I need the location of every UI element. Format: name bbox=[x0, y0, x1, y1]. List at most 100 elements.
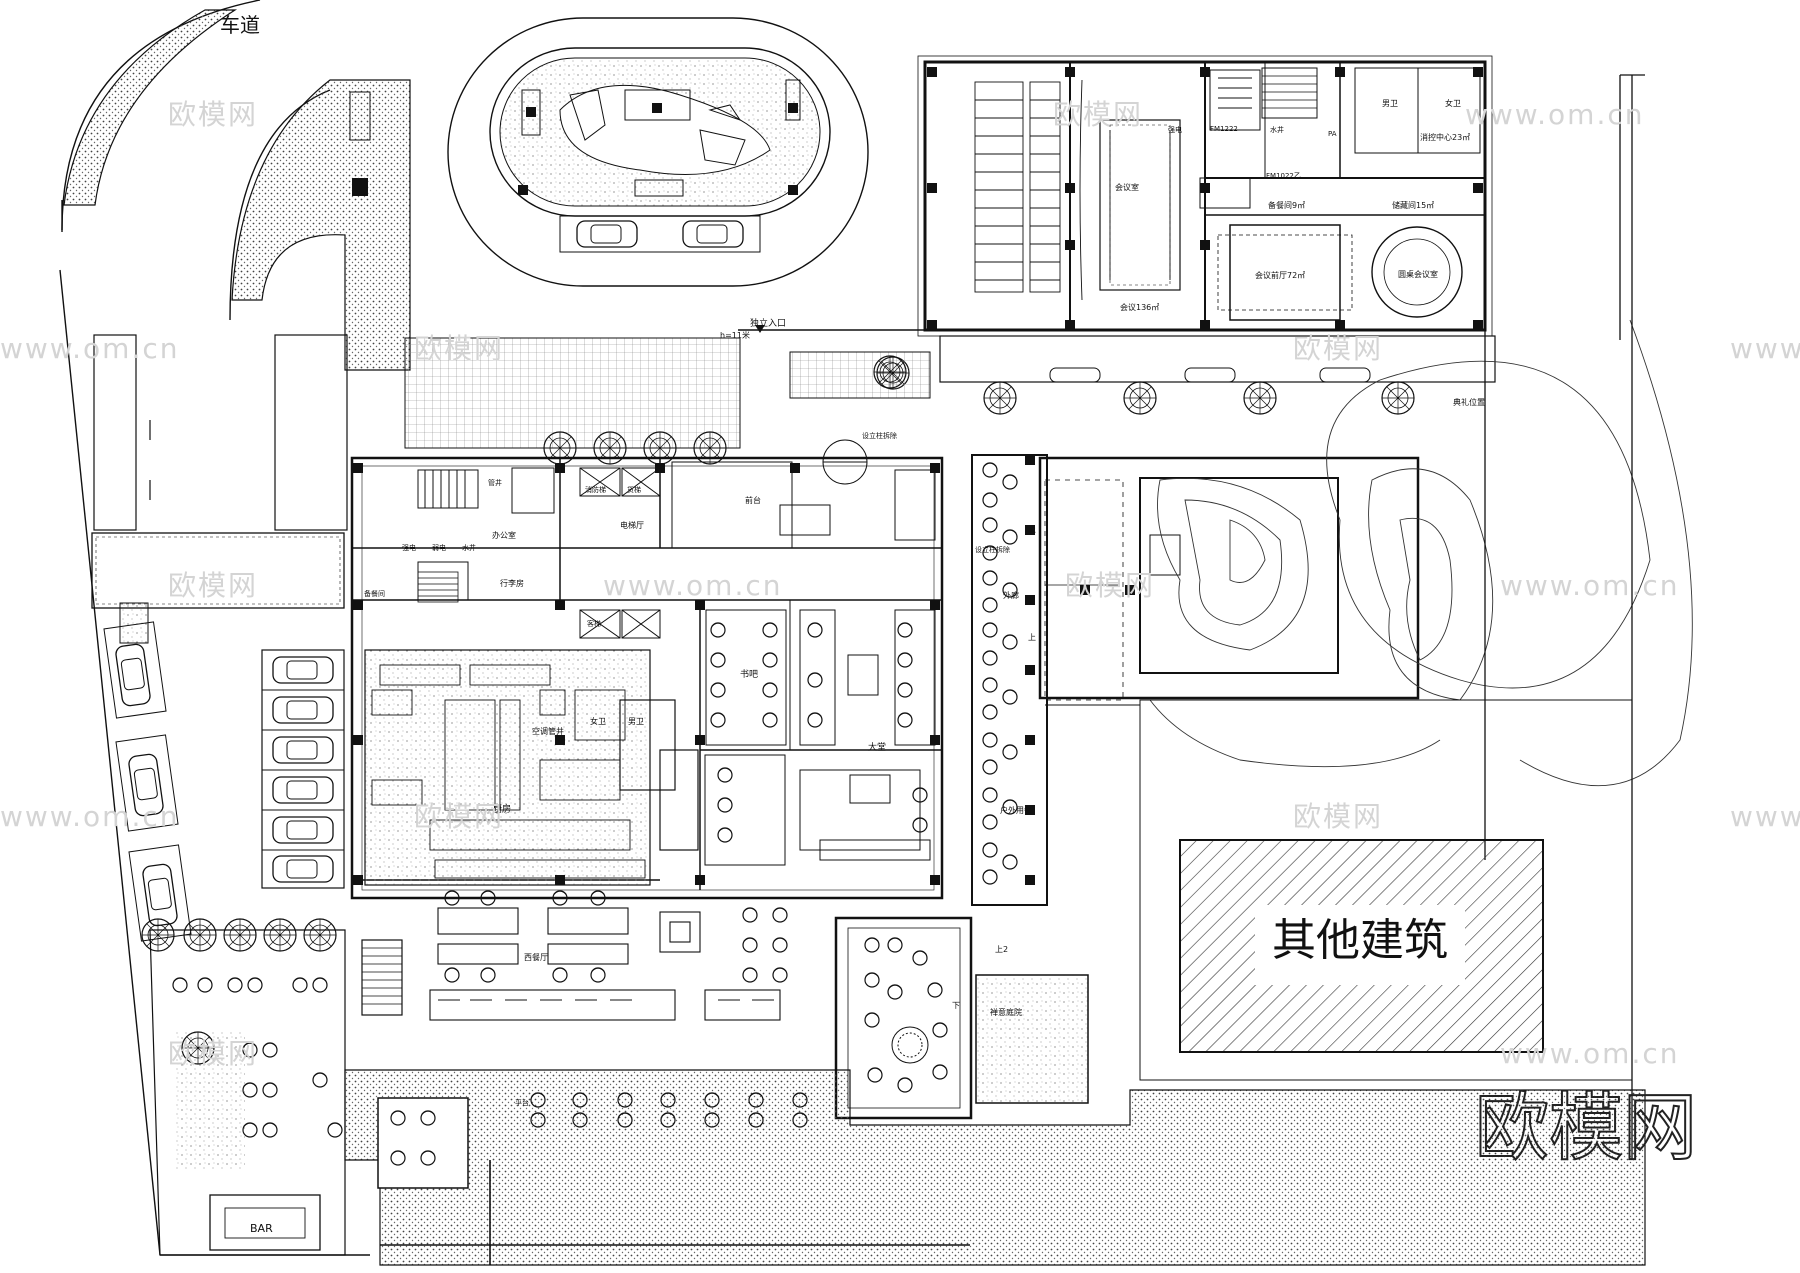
wm-7: www.om.cn bbox=[1730, 332, 1800, 365]
label-fire-control: 消控中心23㎡ bbox=[1420, 132, 1470, 142]
label-reception: 设立柱拆除 bbox=[862, 431, 897, 440]
wm-10: 欧模网 bbox=[1065, 569, 1155, 602]
roundabout bbox=[447, 17, 869, 287]
label-ac-shaft: 空调管井 bbox=[532, 726, 564, 736]
courtyard-chairs bbox=[864, 937, 948, 1093]
label-meeting-136: 会议136㎡ bbox=[1120, 302, 1159, 312]
wm-8: 欧模网 bbox=[168, 569, 258, 602]
label-ceremony: 典礼位置 bbox=[1453, 397, 1485, 407]
label-up-2: 上2 bbox=[995, 945, 1008, 954]
wm-13: 欧模网 bbox=[414, 800, 504, 833]
wm-3: www.om.cn bbox=[1465, 98, 1644, 131]
wm-9: www.om.cn bbox=[603, 569, 782, 602]
bbq-pavilion bbox=[377, 1097, 469, 1189]
wm-12: www.om.cn bbox=[0, 800, 179, 833]
parking-stripes-left bbox=[93, 334, 348, 531]
label-water-top: 水井 bbox=[1270, 125, 1284, 134]
planting-strip-north bbox=[63, 9, 238, 206]
label-male-wc: 男卫 bbox=[628, 717, 644, 726]
label-reception-2: 设立柱拆除 bbox=[975, 545, 1010, 554]
conference-seating bbox=[974, 79, 1171, 301]
label-female-wc: 女卫 bbox=[590, 716, 606, 726]
bar-counter bbox=[209, 1194, 321, 1251]
entrance-arrow-icon bbox=[755, 325, 765, 333]
label-luggage: 行李房 bbox=[500, 578, 524, 588]
wm-14: 欧模网 bbox=[1293, 800, 1383, 833]
planting-strip-entry bbox=[231, 79, 411, 371]
label-weak: 弱电 bbox=[432, 543, 446, 552]
label-bookbar: 书吧 bbox=[740, 669, 758, 680]
parked-cars-diagonal bbox=[103, 621, 192, 942]
label-kitchen: 厨房 bbox=[493, 803, 511, 815]
label-multi-hall: 会议前厅72㎡ bbox=[1255, 270, 1305, 280]
dining-courtyard bbox=[834, 916, 973, 1120]
pergola-west bbox=[91, 532, 345, 644]
conference-terrace bbox=[876, 335, 1496, 415]
kitchen-zone bbox=[364, 649, 651, 886]
wm-4: www.om.cn bbox=[0, 332, 179, 365]
label-outdoor-gallery: 外廊 bbox=[1003, 590, 1019, 600]
stairs bbox=[361, 67, 1318, 1016]
west-garden-lawn bbox=[175, 1030, 245, 1170]
outdoor-gallery bbox=[971, 454, 1420, 906]
gallery-chairs bbox=[982, 462, 1018, 885]
label-restaurant: 西餐厅 bbox=[524, 953, 548, 962]
label-water: 水井 bbox=[462, 543, 476, 552]
zen-garden bbox=[975, 974, 1089, 1104]
road-label: 车道 bbox=[220, 13, 260, 37]
parked-cars-row bbox=[261, 649, 345, 889]
wm-11: www.om.cn bbox=[1500, 569, 1679, 602]
conference-wing bbox=[917, 55, 1493, 337]
label-bar: BAR bbox=[250, 1222, 273, 1235]
label-cargo-elev: 货梯 bbox=[627, 485, 641, 494]
roof-canopy-west bbox=[404, 337, 741, 449]
roof-canopy-east bbox=[789, 351, 931, 399]
watermark-logo: 欧模网 bbox=[1475, 1085, 1697, 1171]
wm-6: 欧模网 bbox=[1293, 332, 1383, 365]
label-front-desk: 前台 bbox=[745, 495, 761, 505]
label-zen-garden: 禅意庭院 bbox=[990, 1007, 1022, 1017]
wm-5: 欧模网 bbox=[414, 332, 504, 365]
label-guest-elev: 客梯 bbox=[587, 619, 601, 628]
landscape-contours bbox=[1149, 319, 1693, 787]
label-outdoor-dining: 户外用餐 bbox=[1000, 805, 1032, 815]
south-terrace bbox=[344, 1069, 1646, 1266]
label-lobby: 大堂 bbox=[868, 741, 886, 753]
label-power: 强电 bbox=[402, 543, 416, 552]
restaurant-chairs bbox=[444, 890, 788, 983]
label-store-15: 储藏间15㎡ bbox=[1392, 200, 1434, 210]
wm-1: 欧模网 bbox=[168, 98, 258, 131]
bookbar-lobby-furniture bbox=[704, 609, 936, 866]
label-fw2: FM1022乙 bbox=[1266, 172, 1301, 180]
kitchen-equipment bbox=[371, 664, 699, 879]
main-building bbox=[350, 439, 944, 900]
label-pantry: 备餐间 bbox=[364, 589, 385, 598]
label-deck: 平台 bbox=[515, 1098, 529, 1107]
wm-16: 欧模网 bbox=[168, 1037, 258, 1070]
label-round-meeting: 圆桌会议室 bbox=[1398, 269, 1438, 279]
label-elevator-hall: 电梯厅 bbox=[620, 520, 644, 530]
kerb-blocks bbox=[349, 91, 371, 196]
label-elevation: h=11米 bbox=[720, 330, 750, 340]
label-down: 下 bbox=[952, 1001, 960, 1010]
label-power-top: 强电 bbox=[1168, 125, 1182, 134]
label-other-building: 其他建筑 bbox=[1272, 915, 1448, 966]
label-meeting-room: 会议室 bbox=[1115, 182, 1139, 192]
label-office: 办公室 bbox=[492, 530, 516, 540]
watermarks: 欧模网 欧模网 www.om.cn www.om.cn 欧模网 欧模网 www.… bbox=[0, 98, 1800, 1070]
wm-17: www.om.cn bbox=[1500, 1037, 1679, 1070]
label-shaft: 管井 bbox=[488, 478, 502, 487]
gallery-posts bbox=[1025, 455, 1135, 885]
label-storage: 备餐间9㎡ bbox=[1268, 200, 1305, 210]
wm-15: www.om.cn bbox=[1730, 800, 1800, 833]
wm-2: 欧模网 bbox=[1053, 98, 1143, 131]
label-fw1: FM1222 bbox=[1210, 125, 1238, 133]
label-male-wc-top: 男卫 bbox=[1382, 99, 1398, 108]
label-fire-elev: 消防梯 bbox=[585, 485, 606, 494]
label-entrance: 独立入口 bbox=[750, 317, 786, 329]
label-pa: PA bbox=[1328, 130, 1337, 138]
label-female-wc-top: 女卫 bbox=[1445, 98, 1461, 108]
restaurant bbox=[429, 907, 781, 1021]
landscape-boundary bbox=[1139, 74, 1645, 1160]
